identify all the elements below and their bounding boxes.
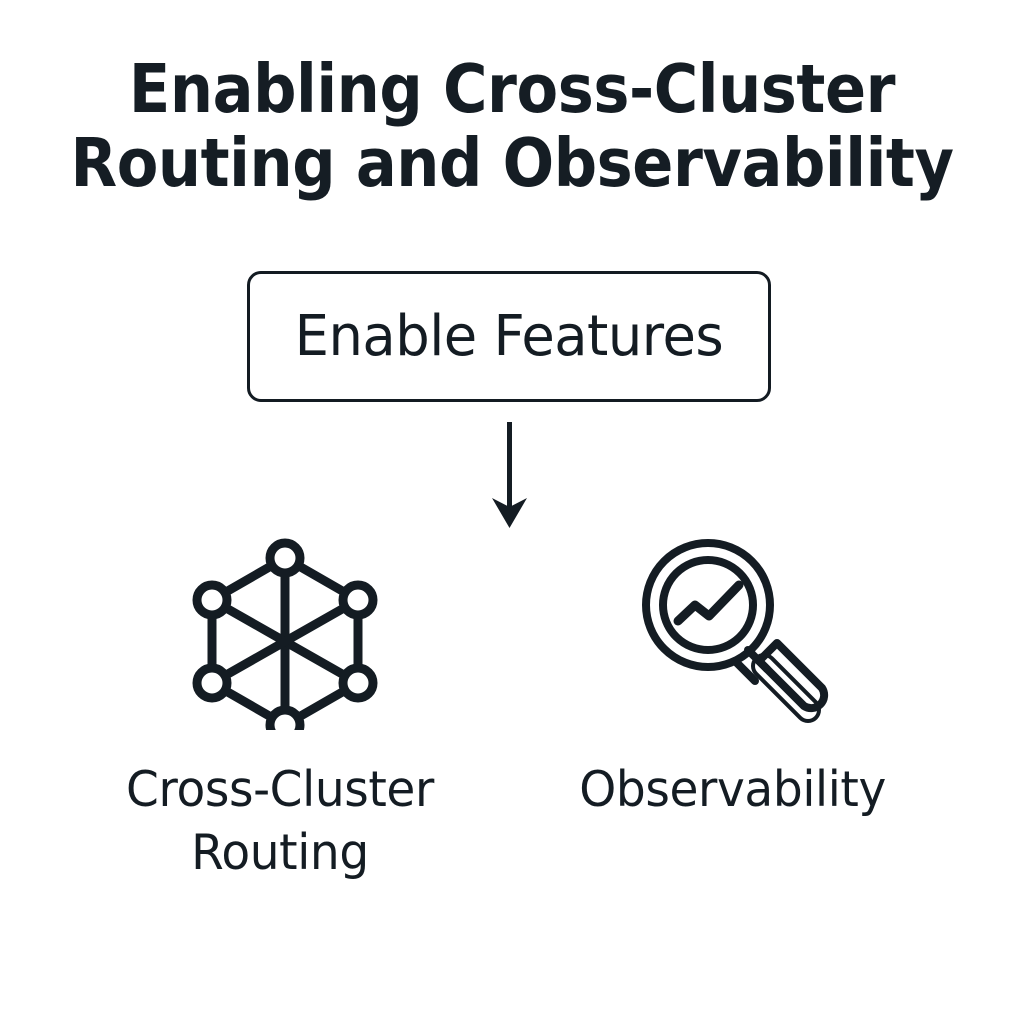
down-arrow-icon	[492, 422, 527, 528]
feature-label-line-2: Routing	[191, 824, 369, 881]
feature-label-line-1: Observability	[579, 761, 886, 818]
enable-features-button[interactable]: Enable Features	[247, 271, 771, 402]
feature-label-cross-cluster-routing: Cross-Cluster Routing	[78, 758, 481, 884]
feature-icon-container	[70, 525, 490, 740]
page-title: Enabling Cross-Cluster Routing and Obser…	[49, 52, 976, 200]
enable-features-button-label: Enable Features	[294, 303, 724, 369]
feature-cross-cluster-routing: Cross-Cluster Routing	[70, 525, 490, 884]
feature-label-observability: Observability	[520, 758, 923, 821]
feature-label-line-1: Cross-Cluster	[126, 761, 434, 818]
network-graph-icon	[192, 538, 378, 730]
feature-icon-container	[512, 525, 932, 740]
magnifier-chart-icon	[642, 538, 829, 723]
page-title-line-1: Enabling Cross-Cluster	[128, 50, 896, 128]
feature-observability: Observability	[512, 525, 932, 821]
page-title-line-2: Routing and Observability	[70, 124, 954, 202]
